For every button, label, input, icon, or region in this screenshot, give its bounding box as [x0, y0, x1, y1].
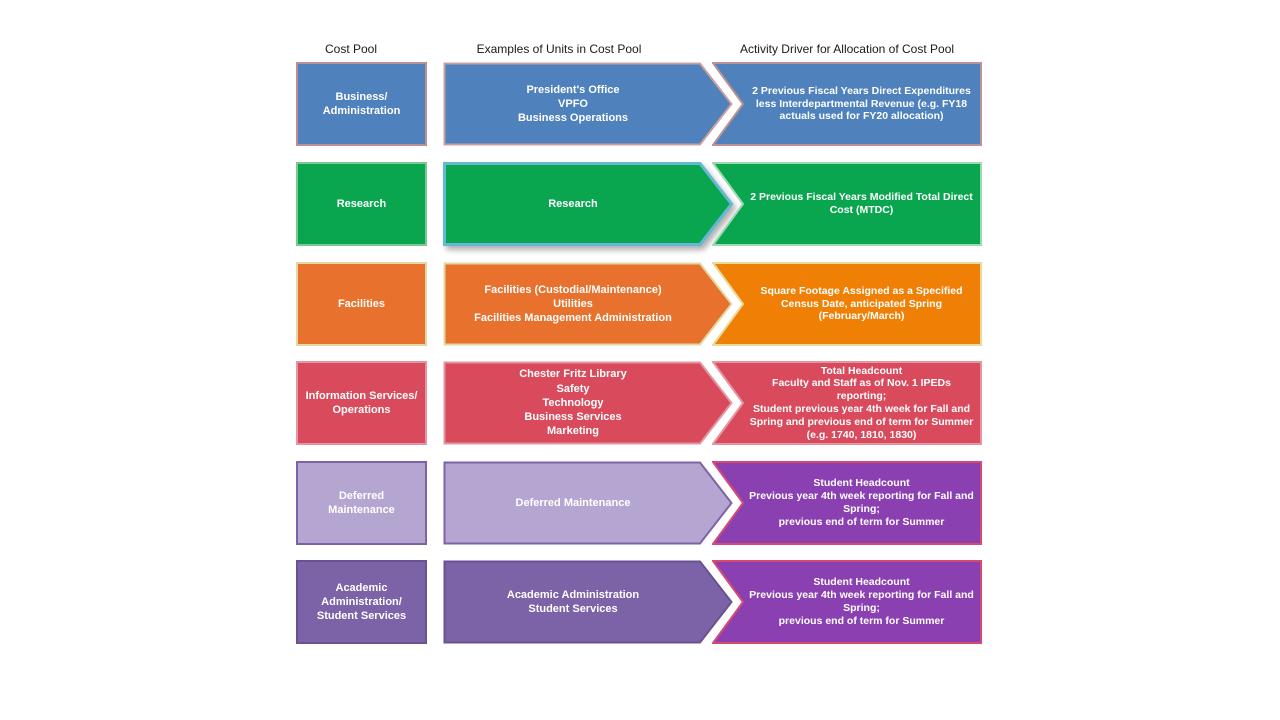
activity-driver-label: 2 Previous Fiscal Years Modified Total D… — [750, 191, 973, 216]
examples-arrow: Chester Fritz Library Safety Technology … — [443, 361, 733, 445]
examples-arrow: Academic Administration Student Services — [443, 560, 733, 644]
cost-pool-box: Facilities — [296, 262, 427, 346]
driver-notched-shape — [712, 162, 982, 246]
column-header-activity-driver: Activity Driver for Allocation of Cost P… — [739, 42, 955, 56]
cost-pool-row-business-administration: Business/ Administration President's Off… — [0, 62, 1280, 146]
cost-pool-row-research: Research Research 2 Previous Fiscal Year… — [0, 162, 1280, 246]
cost-pool-box: Information Services/ Operations — [296, 361, 427, 445]
driver-notched-shape — [712, 560, 982, 644]
activity-driver-box: Square Footage Assigned as a Specified C… — [712, 262, 982, 346]
cost-pool-label: Deferred Maintenance — [328, 489, 395, 516]
activity-driver-label: Student Headcount Previous year 4th week… — [749, 477, 974, 528]
cost-pool-box: Academic Administration/ Student Service… — [296, 560, 427, 644]
column-header-examples: Examples of Units in Cost Pool — [476, 42, 642, 56]
arrow-chevron-shape — [443, 262, 733, 346]
examples-label: Facilities (Custodial/Maintenance) Utili… — [474, 283, 672, 325]
arrow-chevron-shape — [443, 461, 733, 545]
cost-pool-label: Facilities — [337, 297, 386, 310]
cost-pool-row-academic-administration: Academic Administration/ Student Service… — [0, 560, 1280, 644]
examples-label: President's Office VPFO Business Operati… — [517, 83, 629, 125]
driver-notched-shape — [712, 461, 982, 545]
examples-arrow: Facilities (Custodial/Maintenance) Utili… — [443, 262, 733, 346]
examples-arrow: President's Office VPFO Business Operati… — [443, 62, 733, 146]
arrow-chevron-shape — [443, 162, 734, 246]
activity-driver-label: 2 Previous Fiscal Years Direct Expenditu… — [752, 84, 971, 123]
examples-label: Deferred Maintenance — [515, 496, 631, 509]
examples-arrow: Deferred Maintenance — [443, 461, 733, 545]
activity-driver-box: 2 Previous Fiscal Years Direct Expenditu… — [712, 62, 982, 146]
cost-pool-box: Business/ Administration — [296, 62, 427, 146]
arrow-chevron-shape — [443, 560, 733, 644]
examples-label: Research — [548, 197, 598, 210]
examples-label: Chester Fritz Library Safety Technology … — [519, 368, 627, 438]
arrow-chevron-shape — [443, 62, 733, 146]
cost-pool-label: Research — [336, 197, 387, 210]
cost-pool-label: Business/ Administration — [322, 90, 401, 117]
cost-pool-box: Research — [296, 162, 427, 246]
driver-notched-shape — [712, 62, 982, 146]
arrow-chevron-shape — [443, 361, 733, 445]
activity-driver-label: Student Headcount Previous year 4th week… — [749, 576, 974, 627]
column-header-cost-pool: Cost Pool — [324, 42, 378, 56]
activity-driver-box: Student Headcount Previous year 4th week… — [712, 560, 982, 644]
cost-pool-label: Information Services/ Operations — [305, 389, 418, 416]
cost-pool-box: Deferred Maintenance — [296, 461, 427, 545]
cost-pool-row-facilities: Facilities Facilities (Custodial/Mainten… — [0, 262, 1280, 346]
cost-pool-label: Academic Administration/ Student Service… — [316, 581, 407, 623]
cost-pool-row-deferred-maintenance: Deferred Maintenance Deferred Maintenanc… — [0, 461, 1280, 545]
driver-notched-shape — [712, 262, 982, 346]
activity-driver-label: Square Footage Assigned as a Specified C… — [760, 284, 963, 323]
examples-label: Academic Administration Student Services — [506, 588, 640, 615]
activity-driver-box: Total Headcount Faculty and Staff as of … — [712, 361, 982, 445]
activity-driver-box: Student Headcount Previous year 4th week… — [712, 461, 982, 545]
activity-driver-label: Total Headcount Faculty and Staff as of … — [749, 364, 974, 441]
driver-notched-shape — [712, 361, 982, 445]
cost-pool-row-information-services: Information Services/ Operations Chester… — [0, 361, 1280, 445]
examples-arrow: Research — [443, 162, 734, 246]
activity-driver-box: 2 Previous Fiscal Years Modified Total D… — [712, 162, 982, 246]
